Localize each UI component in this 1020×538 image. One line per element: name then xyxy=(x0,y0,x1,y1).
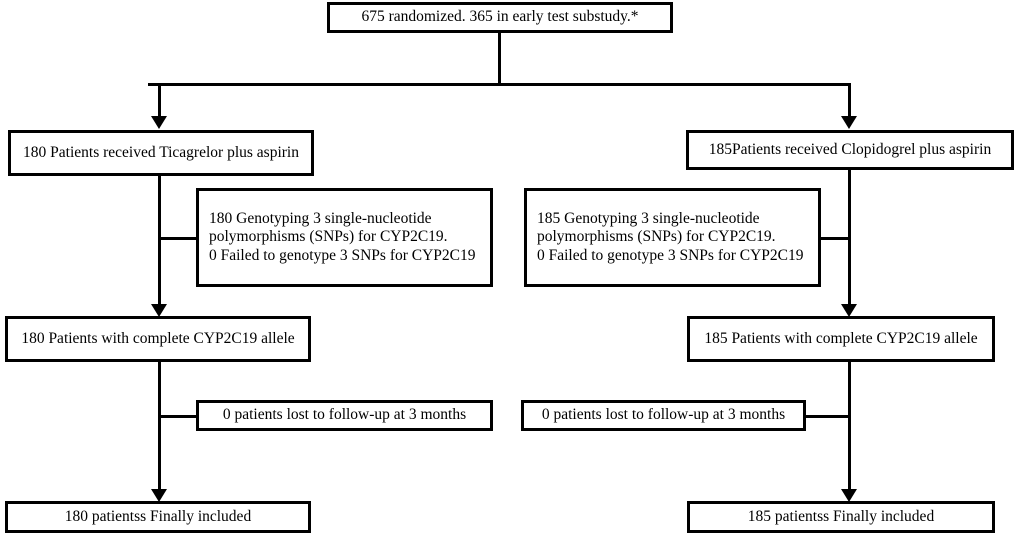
connector-left-followup-stub xyxy=(158,415,198,418)
connector-left-genotyping-stub xyxy=(158,237,198,240)
node-right-allocation: 185Patients received Clopidogrel plus as… xyxy=(686,130,1014,170)
node-left-complete-allele-label: 180 Patients with complete CYP2C19 allel… xyxy=(21,329,295,347)
node-left-lost-followup: 0 patients lost to follow-up at 3 months xyxy=(196,400,493,431)
node-right-genotyping-label: 185 Genotyping 3 single-nucleotide polym… xyxy=(537,210,804,264)
node-left-genotyping-label: 180 Genotyping 3 single-nucleotide polym… xyxy=(209,210,476,264)
node-right-lost-followup: 0 patients lost to follow-up at 3 months xyxy=(521,400,806,431)
node-left-lost-followup-label: 0 patients lost to follow-up at 3 months xyxy=(222,406,467,424)
node-enrollment: 675 randomized. 365 in early test substu… xyxy=(327,2,673,33)
connector-right-genotyping-stub xyxy=(810,237,850,240)
arrowhead-right-complete-allele xyxy=(841,304,857,317)
node-enrollment-label: 675 randomized. 365 in early test substu… xyxy=(361,8,639,26)
arrowhead-right-final xyxy=(841,489,857,502)
node-left-allocation-label: 180 Patients received Ticagrelor plus as… xyxy=(23,143,299,161)
connector-enrollment-trunk xyxy=(498,33,501,83)
arrowhead-left-allocation xyxy=(151,116,167,129)
node-left-allocation: 180 Patients received Ticagrelor plus as… xyxy=(8,130,314,176)
arrowhead-left-final xyxy=(151,489,167,502)
node-left-final-label: 180 patientss Finally included xyxy=(64,507,252,525)
node-right-final: 185 patientss Finally included xyxy=(687,501,995,533)
node-right-genotyping: 185 Genotyping 3 single-nucleotide polym… xyxy=(524,188,821,287)
connector-left-allele-to-final xyxy=(158,362,161,493)
node-right-allocation-label: 185Patients received Clopidogrel plus as… xyxy=(708,140,992,158)
connector-split-right-drop xyxy=(848,83,851,118)
node-left-genotyping: 180 Genotyping 3 single-nucleotide polym… xyxy=(196,188,493,287)
node-right-complete-allele-label: 185 Patients with complete CYP2C19 allel… xyxy=(704,329,978,347)
node-left-complete-allele: 180 Patients with complete CYP2C19 allel… xyxy=(5,316,311,362)
connector-split-left-drop xyxy=(158,83,161,118)
node-left-final: 180 patientss Finally included xyxy=(5,501,311,533)
node-right-complete-allele: 185 Patients with complete CYP2C19 allel… xyxy=(687,316,995,362)
node-right-final-label: 185 patientss Finally included xyxy=(747,507,935,525)
connector-right-allele-to-final xyxy=(848,362,851,493)
connector-right-followup-stub xyxy=(806,415,850,418)
node-right-lost-followup-label: 0 patients lost to follow-up at 3 months xyxy=(541,406,786,424)
arrowhead-right-allocation xyxy=(841,116,857,129)
connector-left-alloc-to-allele xyxy=(158,176,161,308)
arrowhead-left-complete-allele xyxy=(151,304,167,317)
connector-split-bar xyxy=(148,83,851,86)
